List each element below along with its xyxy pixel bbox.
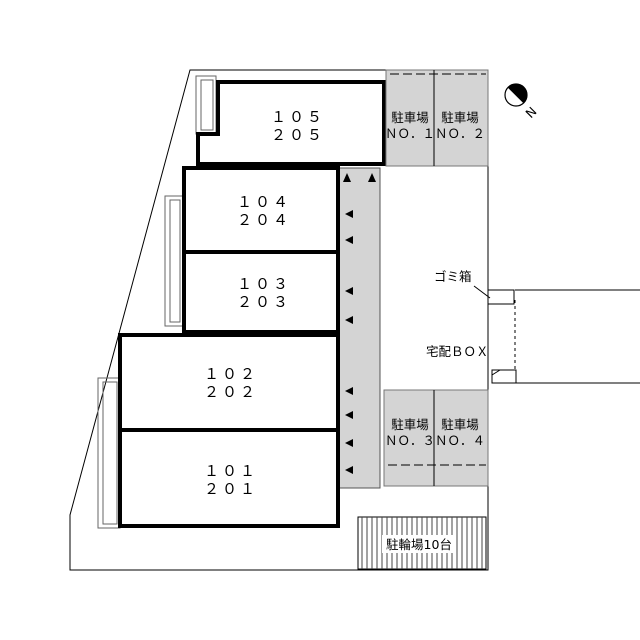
parking-top	[385, 69, 489, 167]
delivery-box	[491, 369, 517, 384]
parking-bottom	[383, 389, 489, 487]
unit-102-block	[118, 333, 340, 432]
parking-1-label-2: ＮＯ．１	[385, 126, 435, 141]
lot-boundary	[69, 69, 489, 571]
garbage-box	[487, 289, 515, 305]
unit-101-label-1: １０１	[204, 462, 258, 480]
unit-101-label-2: ２０１	[204, 480, 258, 498]
unit-102-label-1: １０２	[204, 365, 258, 383]
parking-4-label-2: ＮＯ．４	[435, 433, 485, 448]
parking-4-label-1: 駐車場	[441, 417, 479, 432]
compass-north-label: N	[522, 104, 539, 121]
unit-103-block	[182, 250, 340, 334]
building	[118, 80, 386, 528]
entry-arrows	[343, 173, 376, 474]
compass-icon	[504, 83, 528, 107]
garbage-leader	[473, 285, 491, 299]
parking-3-label-1: 駐車場	[391, 417, 429, 432]
bicycle-parking	[357, 516, 487, 570]
walkway	[337, 167, 381, 489]
unit-105-label-2: ２０５	[271, 126, 325, 144]
unit-101-block	[118, 428, 340, 528]
unit-104-label-1: １０４	[237, 193, 291, 211]
unit-102-label-2: ２０２	[204, 383, 258, 401]
parking-2-label-1: 駐車場	[441, 110, 479, 125]
parking-2-label-2: ＮＯ．２	[435, 126, 485, 141]
unit-105-label-1: １０５	[271, 108, 325, 126]
unit-103-label-2: ２０３	[237, 293, 291, 311]
parking-1-label-1: 駐車場	[391, 110, 429, 125]
parking-3-label-2: ＮＯ．３	[385, 433, 435, 448]
unit-105-block	[196, 80, 386, 166]
unit-103-label-1: １０３	[237, 275, 291, 293]
garbage-label: ゴミ箱	[434, 269, 472, 284]
unit-104-label-2: ２０４	[237, 211, 291, 229]
delivery-box-label: 宅配ＢＯＸ	[426, 344, 489, 359]
bicycle-parking-label: 駐輪場10台	[386, 537, 452, 552]
delivery-box-mark	[491, 369, 501, 376]
balconies	[97, 75, 217, 529]
